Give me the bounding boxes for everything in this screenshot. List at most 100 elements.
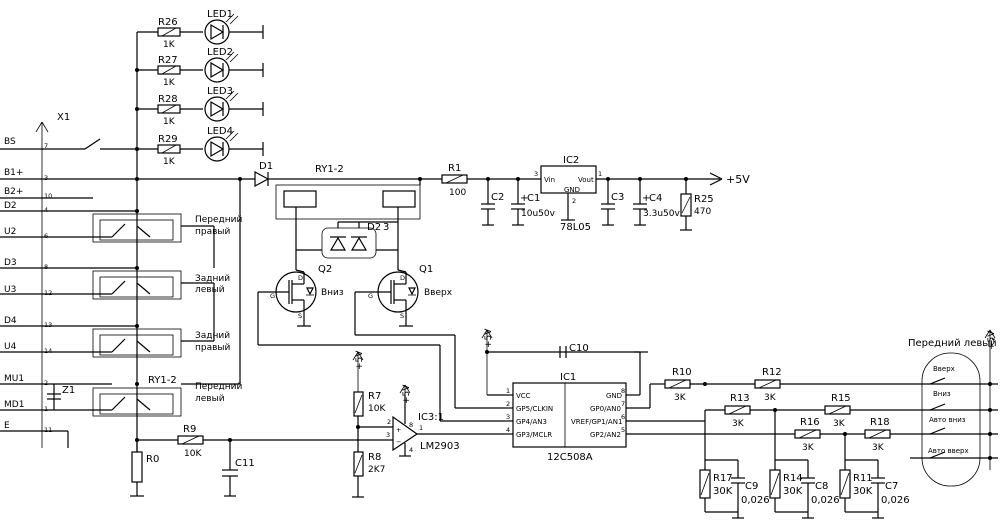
- capacitor-c3: C3: [601, 179, 624, 226]
- connector-x1: X1 BS 7 B1+ 3 B2+ 10 D2 4 U2 6 D3 8 U3 1…: [0, 112, 255, 448]
- svg-text:8: 8: [409, 421, 413, 429]
- svg-text:470: 470: [694, 207, 711, 217]
- svg-text:BS: BS: [4, 137, 16, 147]
- svg-text:+5V: +5V: [402, 384, 412, 404]
- svg-text:Авто вниз: Авто вниз: [929, 416, 966, 424]
- resistor-r16: R16 3K: [794, 417, 821, 453]
- relay-label: RY1-2: [148, 375, 177, 386]
- svg-text:30K: 30K: [783, 486, 803, 497]
- svg-text:C1: C1: [527, 193, 540, 204]
- supply-arrow-r7: +5V: [352, 350, 365, 392]
- svg-text:R15: R15: [831, 393, 851, 404]
- svg-text:10: 10: [44, 192, 52, 200]
- svg-text:7: 7: [44, 142, 48, 150]
- svg-text:GP5/CLKIN: GP5/CLKIN: [516, 405, 553, 413]
- switch-label-line1: Задний: [195, 331, 230, 341]
- capacitor-c1: + C1 10u50v: [511, 179, 556, 226]
- relay-coils: [275, 179, 421, 270]
- led-resistor-value: 1K: [163, 78, 176, 88]
- microcontroller-ic1: IC1 12C508A VCC GP5/CLKIN GP4/AN3 GP3/MC…: [506, 372, 627, 463]
- resistor-r8: R8 2K7: [353, 451, 385, 477]
- svg-text:C3: C3: [611, 192, 624, 203]
- svg-text:GND: GND: [564, 186, 580, 194]
- switch-block-4: RY1-2 Передний левый: [92, 375, 243, 417]
- svg-text:8: 8: [621, 387, 625, 395]
- svg-text:R12: R12: [762, 367, 782, 378]
- led-name: LED3: [207, 86, 233, 97]
- svg-text:2: 2: [506, 400, 510, 408]
- resistor-r15: R15 3K: [824, 393, 851, 429]
- svg-text:IC3:1: IC3:1: [418, 412, 444, 423]
- svg-text:0,026: 0,026: [811, 495, 840, 506]
- svg-text:Vin: Vin: [544, 176, 555, 184]
- mosfet-q2: Q2 Вниз D S G: [258, 264, 344, 320]
- svg-text:+5V: +5V: [484, 328, 494, 348]
- resistor-r9: R9 10K: [177, 424, 204, 459]
- svg-text:Вниз: Вниз: [321, 288, 344, 298]
- svg-text:R9: R9: [183, 424, 196, 435]
- rc-group-r14: R14 30K C8 0,026: [769, 410, 840, 519]
- svg-text:8: 8: [44, 263, 48, 271]
- svg-text:Авто вверх: Авто вверх: [928, 447, 969, 455]
- svg-text:+5V: +5V: [987, 330, 997, 350]
- svg-text:G: G: [270, 292, 275, 300]
- svg-text:G: G: [368, 292, 373, 300]
- svg-text:3: 3: [534, 170, 538, 178]
- svg-text:D4: D4: [4, 316, 17, 326]
- svg-text:E: E: [4, 421, 10, 431]
- diode-d2: D2 3: [296, 221, 398, 259]
- switch-label-line2: правый: [195, 343, 231, 353]
- svg-text:IC2: IC2: [563, 155, 579, 166]
- connector-name: X1: [57, 112, 70, 123]
- svg-text:3K: 3K: [833, 419, 846, 429]
- resistor-r1: R1 100: [441, 163, 468, 198]
- connector-pin-mu1: MU1 2: [4, 374, 48, 387]
- relay-top-label: RY1-2: [315, 164, 344, 175]
- switch-label-line2: правый: [195, 227, 231, 237]
- svg-text:30K: 30K: [853, 486, 873, 497]
- capacitor-c2: C2: [481, 179, 504, 226]
- led-row-3: R28 1K LED3: [137, 86, 264, 127]
- svg-text:3: 3: [383, 222, 389, 233]
- keypad-front-left: Передний левый Вверх Вниз Авто вниз Авто…: [908, 338, 997, 487]
- keypad-button-auto-down: Авто вниз: [929, 416, 966, 435]
- svg-text:C9: C9: [745, 481, 758, 492]
- svg-text:10K: 10K: [184, 449, 202, 459]
- capacitor-c11: C11: [222, 440, 255, 497]
- svg-text:0,026: 0,026: [881, 495, 910, 506]
- keypad-button-auto-up: Авто вверх: [928, 447, 969, 459]
- led-resistor-label: R29: [158, 134, 178, 145]
- svg-text:GP4/AN3: GP4/AN3: [516, 418, 547, 426]
- connector-pin-md1: MD1 1: [4, 400, 48, 413]
- svg-text:5: 5: [621, 426, 625, 434]
- resistor-r12: R12 3K: [754, 367, 782, 403]
- svg-text:10K: 10K: [368, 404, 386, 414]
- svg-text:4: 4: [409, 446, 413, 454]
- svg-text:GP2/AN2: GP2/AN2: [590, 431, 621, 439]
- led-resistor-value: 1K: [163, 117, 176, 127]
- rc-group-r11: R11 30K C7 0,026: [839, 434, 910, 519]
- svg-text:S: S: [298, 312, 302, 320]
- svg-text:2: 2: [387, 418, 391, 426]
- svg-text:Вверх: Вверх: [933, 365, 955, 373]
- svg-text:7: 7: [621, 400, 625, 408]
- led-name: LED4: [207, 126, 233, 137]
- switch-label-line1: Передний: [195, 382, 243, 392]
- svg-text:IC1: IC1: [560, 372, 576, 383]
- svg-text:2: 2: [44, 379, 48, 387]
- switch-block-2: Задний левый: [92, 270, 230, 300]
- connector-pin-u4: U4 14: [4, 342, 52, 355]
- svg-text:R10: R10: [672, 367, 692, 378]
- svg-text:C8: C8: [815, 481, 828, 492]
- svg-text:C11: C11: [235, 458, 255, 469]
- rc-group-r17: R17 30K C9 0,026: [699, 421, 770, 519]
- svg-text:C10: C10: [569, 343, 589, 354]
- svg-text:+: +: [520, 193, 528, 204]
- svg-text:C7: C7: [885, 481, 898, 492]
- svg-text:GND: GND: [606, 392, 622, 400]
- svg-text:+5V: +5V: [355, 350, 365, 370]
- output-supply-arrow: +5V: [709, 172, 750, 186]
- svg-text:R17: R17: [713, 473, 733, 484]
- svg-text:R0: R0: [146, 454, 159, 465]
- led-resistor-label: R27: [158, 55, 178, 66]
